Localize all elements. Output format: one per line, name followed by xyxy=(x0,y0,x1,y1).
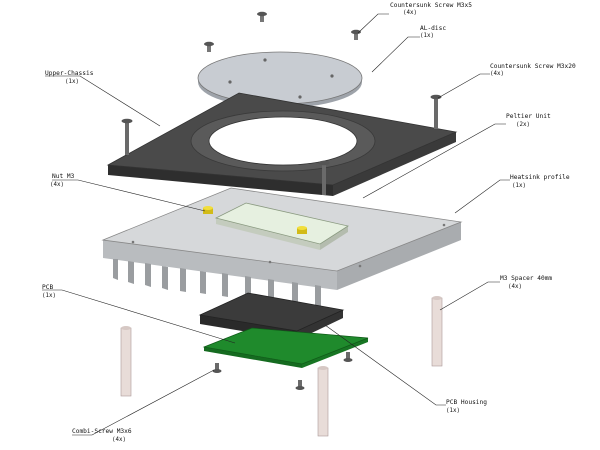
label-nut-m3: Nut M3 xyxy=(52,173,75,180)
upper-chassis xyxy=(106,92,458,196)
label-heatsink-profile: Heatsink profile xyxy=(510,174,570,181)
nut-m3-1 xyxy=(203,206,213,214)
leader-al-disc xyxy=(371,36,420,73)
screw-m3x20-3 xyxy=(318,160,330,195)
qty-al-disc: (1x) xyxy=(420,33,434,39)
combi-screw-2 xyxy=(295,380,305,390)
label-pcb: PCB xyxy=(42,284,53,291)
screw-m3x5-2 xyxy=(204,41,214,52)
qty-combi-screw: (4x) xyxy=(112,437,126,443)
combi-screw-3 xyxy=(343,352,353,362)
pcb-board xyxy=(202,327,369,368)
peltier-unit xyxy=(214,202,350,250)
label-al-disc: AL-disc xyxy=(420,25,446,32)
heatsink-profile xyxy=(101,187,463,308)
screw-m3x5-3 xyxy=(351,29,361,40)
spacer-front xyxy=(317,366,329,437)
screw-m3x20-2 xyxy=(430,94,442,129)
m3-spacer-set xyxy=(120,296,443,437)
spacer-right xyxy=(431,296,443,367)
leader-nut-m3 xyxy=(52,179,206,212)
leader-countersunk-m3x20 xyxy=(437,73,490,99)
qty-countersunk-m3x5: (4x) xyxy=(403,10,417,16)
qty-peltier-unit: (2x) xyxy=(516,122,530,128)
leader-countersunk-m3x5 xyxy=(357,13,389,34)
qty-heatsink-profile: (1x) xyxy=(512,183,526,189)
qty-pcb: (1x) xyxy=(42,293,56,299)
combi-screw-set xyxy=(212,352,353,390)
leader-combi-screw xyxy=(72,369,215,436)
part-labels: Countersunk Screw M3x5 (4x) AL-disc (1x)… xyxy=(42,2,576,443)
label-countersunk-m3x20: Countersunk Screw M3x20 xyxy=(490,63,576,70)
label-m3-spacer: M3 Spacer 40mm xyxy=(500,275,552,282)
leader-pcb xyxy=(42,289,236,344)
leader-m3-spacer xyxy=(439,281,500,311)
leader-upper-chassis xyxy=(45,75,161,127)
nut-m3-2 xyxy=(297,226,307,234)
leader-peltier-unit xyxy=(362,123,506,199)
spacer-left xyxy=(120,326,132,397)
qty-pcb-housing: (1x) xyxy=(446,408,460,414)
nut-m3-set xyxy=(203,206,307,234)
leader-pcb-housing xyxy=(324,324,446,406)
screw-m3x20-1 xyxy=(121,118,133,155)
countersunk-screw-m3x20-set xyxy=(121,94,442,195)
heatsink-fins xyxy=(113,259,321,308)
label-upper-chassis: Upper-Chassis xyxy=(45,70,94,77)
leader-lines xyxy=(42,13,510,436)
leader-heatsink-profile xyxy=(454,179,510,214)
label-pcb-housing: PCB Housing xyxy=(446,399,487,406)
qty-nut-m3: (4x) xyxy=(50,182,64,188)
screw-m3x5-1 xyxy=(257,11,267,22)
qty-m3-spacer: (4x) xyxy=(508,284,522,290)
al-disc xyxy=(197,51,363,108)
label-combi-screw: Combi-Screw M3x6 xyxy=(72,428,132,435)
label-countersunk-m3x5: Countersunk Screw M3x5 xyxy=(390,2,472,9)
qty-countersunk-m3x20: (4x) xyxy=(490,71,504,77)
label-peltier-unit: Peltier Unit xyxy=(506,113,551,120)
qty-upper-chassis: (1x) xyxy=(65,79,79,85)
combi-screw-1 xyxy=(212,363,222,373)
